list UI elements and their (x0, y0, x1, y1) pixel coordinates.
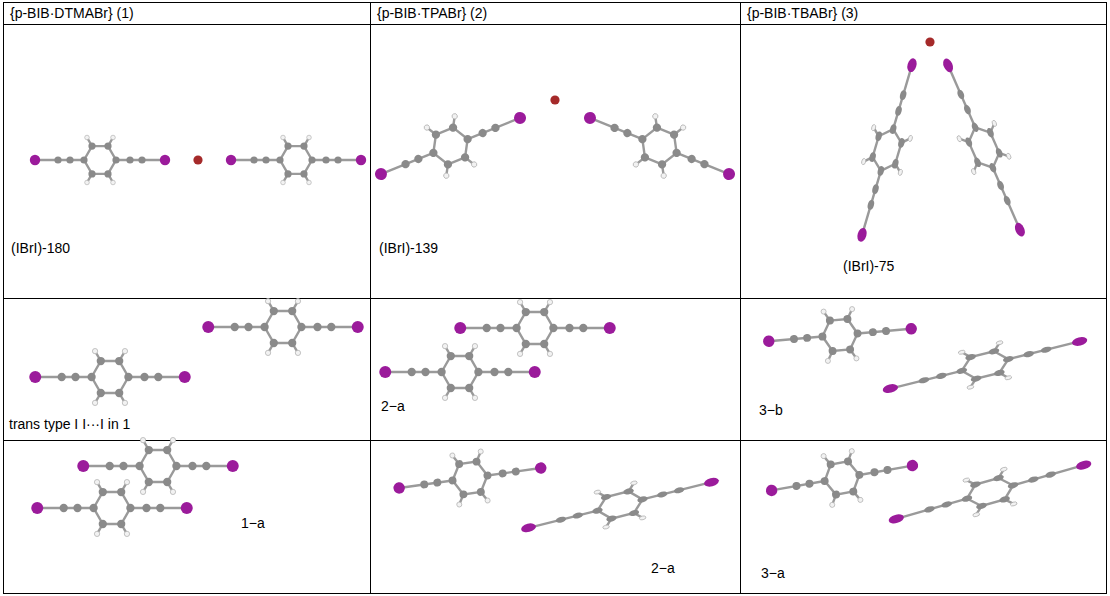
bib-molecule (454, 299, 615, 356)
structure-label: 3−a (760, 565, 786, 582)
table-border (4, 3, 1107, 594)
bib-molecule (77, 437, 238, 494)
bib-molecule (202, 298, 363, 355)
structure-label: (IBrI)-180 (10, 240, 71, 257)
bib-molecule (761, 301, 920, 369)
bromide-atom (550, 95, 559, 104)
bib-molecule (761, 438, 923, 519)
column-header: {p-BIB·TBABr} (3) (746, 5, 859, 22)
structure-label: (IBrI)-139 (378, 240, 439, 257)
bromide-atom (193, 155, 202, 164)
bib-molecule (883, 444, 1096, 540)
structure-label: 2−a (650, 560, 676, 577)
bib-molecule (379, 343, 540, 400)
column-header: {p-BIB·DTMABr} (1) (9, 5, 135, 22)
row-rule (4, 298, 1107, 299)
bib-molecule (31, 479, 192, 536)
bib-molecule (365, 89, 537, 203)
bib-molecule (29, 348, 190, 405)
bib-molecule (840, 52, 934, 247)
bib-molecule (390, 440, 551, 516)
structure-label: 3−b (758, 402, 784, 419)
row-rule (4, 440, 1107, 441)
bromide-atom (925, 37, 934, 46)
table-grid (4, 3, 1107, 594)
bib-molecule (30, 135, 170, 185)
structure-label: 2−a (380, 398, 406, 415)
bib-molecule (926, 50, 1042, 244)
bib-molecule (516, 461, 723, 549)
bib-molecule (878, 320, 1092, 409)
row-rule (4, 24, 1107, 25)
column-header: {p-BIB·TPABr} (2) (376, 5, 488, 22)
structure-label: (IBrI)-75 (842, 258, 895, 275)
bib-molecule (574, 89, 746, 203)
structure-label: trans type I I···I in 1 (8, 416, 131, 433)
bib-molecule (226, 135, 366, 185)
structure-label: 1−a (240, 515, 266, 532)
